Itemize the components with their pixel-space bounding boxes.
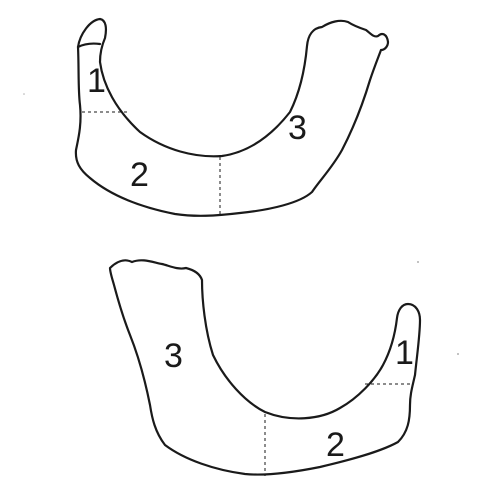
top-region-3-label: 3 (288, 109, 307, 147)
top-region-2-label: 2 (130, 156, 149, 194)
scan-speck (417, 261, 419, 263)
bottom-region-3-label: 3 (164, 337, 183, 375)
bottom-region-2-label: 2 (326, 426, 345, 464)
scan-speck (23, 93, 25, 95)
scan-speck (457, 353, 459, 355)
bottom-mandible-figure: 1 2 3 (108, 259, 422, 476)
top-condyle-contour (76, 42, 102, 49)
bottom-region-1-label: 1 (395, 334, 414, 372)
top-mandible-figure: 1 2 3 (74, 17, 390, 217)
bottom-mandible-outline (108, 259, 422, 476)
top-mandible-outline (74, 17, 390, 217)
top-region-1-label: 1 (87, 62, 106, 100)
